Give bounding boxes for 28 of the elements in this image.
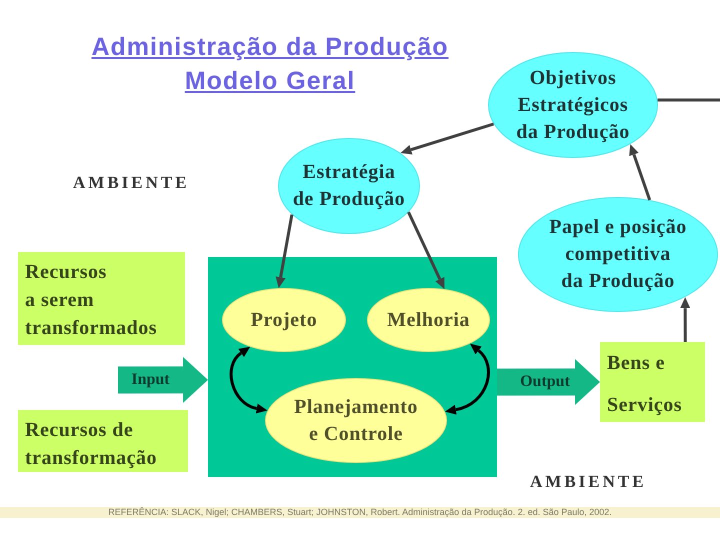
output-box	[600, 342, 705, 422]
node-text: Estratégia de Produção	[292, 160, 406, 212]
arrow	[629, 144, 652, 200]
diagram-title: Administração da Produção Modelo Geral	[91, 32, 449, 97]
node-text: Recursos de transformação	[25, 418, 158, 471]
node-text: Melhoria	[387, 308, 470, 332]
node-text: Bens e Serviços	[607, 351, 682, 418]
section-label: AMBIENTE	[530, 471, 647, 493]
process-panel	[208, 257, 497, 477]
edge-label: Output	[518, 372, 572, 392]
arrow	[276, 214, 294, 288]
node-text: Objetivos Estratégicos da Produção	[516, 66, 630, 144]
node-text: Recursos a serem transformados	[25, 260, 158, 341]
arrow	[407, 211, 444, 290]
curved-arrow	[445, 342, 490, 415]
curved-arrow	[230, 346, 268, 414]
node-text: Papel e posição competitiva da Produção	[549, 215, 687, 294]
node-text: Planejamento e Controle	[294, 394, 418, 446]
arrow	[400, 122, 494, 154]
resource-box	[18, 410, 188, 472]
resource-box	[18, 252, 185, 345]
section-label: AMBIENTE	[73, 172, 190, 194]
connector-line	[658, 98, 720, 102]
node-text: Projeto	[250, 308, 318, 332]
arrow	[680, 297, 690, 342]
block-arrow	[497, 359, 600, 405]
reference-text: REFERÊNCIA: SLACK, Nigel; CHAMBERS, Stuart; JOHNSTON, Robert. Administração da Produção. 2. ed. São Paulo, 2002.	[108, 507, 612, 518]
block-arrow	[118, 356, 208, 403]
